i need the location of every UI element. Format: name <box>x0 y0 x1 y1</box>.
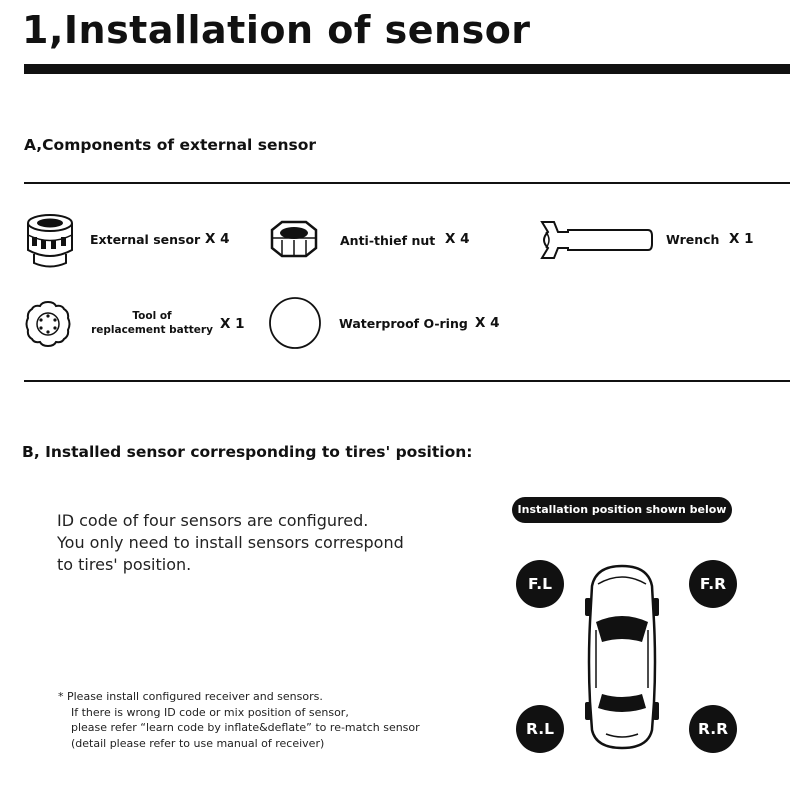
note-line: please refer “learn code by inflate&defl… <box>71 721 420 734</box>
page-title: 1,Installation of sensor <box>22 8 531 52</box>
section-a-heading: A,Components of external sensor <box>24 136 317 154</box>
tire-rear-left-badge: R.L <box>516 705 564 753</box>
component-qty: X 1 <box>220 316 245 332</box>
id-description: ID code of four sensors are configured. … <box>57 510 404 576</box>
tire-rear-right-badge: R.R <box>689 705 737 753</box>
description-line: to tires' position. <box>57 555 192 574</box>
battery-tool-icon <box>24 300 72 348</box>
note-line: * Please install configured receiver and… <box>58 690 323 703</box>
component-label: Tool of replacement battery <box>88 309 216 337</box>
hex-nut-icon <box>262 218 326 262</box>
note-line: (detail please refer to use manual of re… <box>71 736 325 750</box>
component-label: Wrench <box>666 232 720 247</box>
section-a-top-divider <box>24 182 790 184</box>
car-top-view-icon <box>582 562 662 752</box>
tire-front-right-badge: F.R <box>689 560 737 608</box>
section-b-heading: B, Installed sensor corresponding to tir… <box>22 443 473 461</box>
description-line: You only need to install sensors corresp… <box>57 533 404 552</box>
component-qty: X 4 <box>205 231 230 247</box>
installation-position-badge: Installation position shown below <box>512 497 732 523</box>
component-label: Anti-thief nut <box>340 233 436 248</box>
description-line: ID code of four sensors are configured. <box>57 511 369 530</box>
wrench-icon <box>538 218 656 262</box>
note-line: If there is wrong ID code or mix positio… <box>71 705 349 719</box>
title-divider <box>24 64 790 74</box>
component-label: External sensor <box>90 232 201 247</box>
component-label-line: Tool of <box>132 310 172 322</box>
o-ring-icon <box>268 296 322 350</box>
component-label-line: replacement battery <box>91 324 213 336</box>
tire-front-left-badge: F.L <box>516 560 564 608</box>
component-label: Waterproof O-ring <box>339 316 468 331</box>
external-sensor-icon <box>24 210 76 270</box>
component-qty: X 4 <box>445 231 470 247</box>
component-qty: X 4 <box>475 315 500 331</box>
installation-note: * Please install configured receiver and… <box>58 689 420 751</box>
section-a-bottom-divider <box>24 380 790 382</box>
component-qty: X 1 <box>729 231 754 247</box>
